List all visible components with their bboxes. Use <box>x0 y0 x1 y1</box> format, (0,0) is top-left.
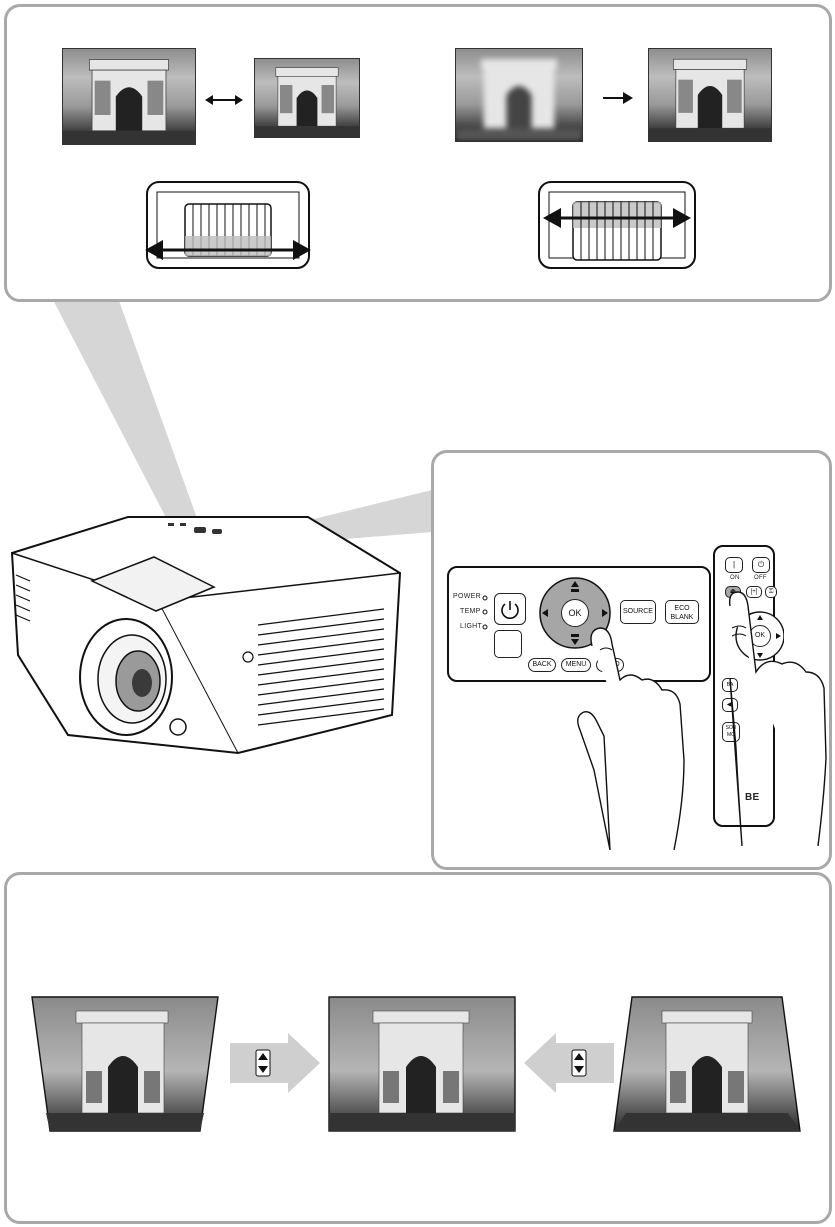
indicator-leds <box>482 595 488 630</box>
focus-blurred-image <box>455 48 583 142</box>
remote-off-label: OFF <box>754 575 767 581</box>
remote-volume-button[interactable]: ◀) <box>722 698 738 712</box>
remote-off-button[interactable]: ⏻ <box>752 557 770 573</box>
double-arrow-icon <box>205 95 243 105</box>
temp-indicator-label: TEMP <box>460 608 481 615</box>
keystone-up-arrow <box>524 1033 614 1093</box>
source-button[interactable]: SOURCE <box>620 600 656 624</box>
zoom-ring-diagram <box>145 181 311 269</box>
back-button[interactable]: BACK <box>528 658 556 672</box>
focus-ring-diagram <box>538 181 696 269</box>
eco-label: ECO <box>674 605 690 612</box>
hand-pressing-panel <box>577 627 685 850</box>
keystone-bottom-wide-image <box>613 996 801 1132</box>
remote-mode-label: MO <box>726 732 736 738</box>
light-indicator-label: LIGHT <box>460 623 483 630</box>
hand-pressing-remote <box>728 591 827 847</box>
focus-sharp-image <box>648 48 772 142</box>
keystone-down-icon <box>255 1049 271 1077</box>
zoom-large-image <box>62 48 196 145</box>
keystone-down-arrow <box>230 1033 320 1093</box>
zoom-small-image <box>254 58 360 138</box>
remote-zoom-button[interactable]: [+] <box>746 586 762 598</box>
remote-on-label: ON <box>730 575 740 581</box>
blank-label: BLANK <box>670 614 694 621</box>
right-arrow-icon <box>603 92 633 104</box>
keystone-up-icon <box>571 1049 587 1077</box>
remote-source-label: SOU <box>725 725 737 731</box>
power-indicator-label: POWER <box>453 593 481 600</box>
keystone-corrected-image <box>328 996 516 1132</box>
remote-brand-label: BE <box>745 792 760 803</box>
remote-on-button[interactable]: | <box>725 557 743 573</box>
power-icon <box>501 601 519 619</box>
menu-button[interactable]: MENU <box>561 658 591 672</box>
remote-lock-button[interactable]: ⚿ <box>765 586 777 598</box>
blank-square-button[interactable] <box>494 630 522 658</box>
projector-illustration <box>10 516 402 755</box>
ok-button[interactable]: OK <box>561 599 589 627</box>
keystone-top-wide-image <box>31 996 219 1132</box>
power-button[interactable] <box>494 593 526 625</box>
eco-blank-button[interactable]: ECO BLANK <box>665 600 699 624</box>
